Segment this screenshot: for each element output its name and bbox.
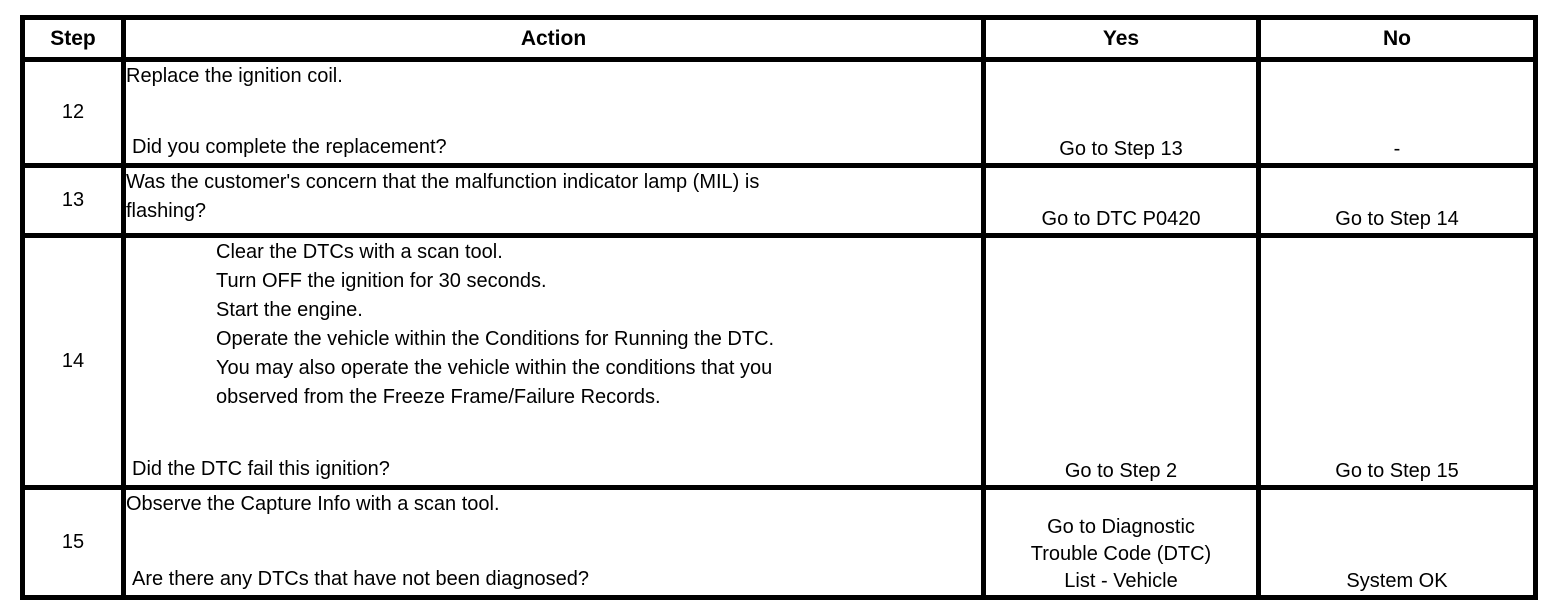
column-header-no: No xyxy=(1256,15,1538,62)
step-number: 15 xyxy=(20,485,126,600)
no-result: Go to Step 15 xyxy=(1335,460,1459,482)
yes-cell: Go to Step 2 xyxy=(981,233,1261,490)
yes-cell: Go to Step 13 xyxy=(981,57,1261,168)
yes-result: Go to Step 13 xyxy=(1059,138,1183,160)
yes-result: Go to Step 2 xyxy=(1064,460,1178,482)
table-row-step-13: 13 Was the customer's concern that the m… xyxy=(20,163,1538,238)
header-row: Step Action Yes No xyxy=(20,15,1538,62)
table-row-step-12: 12 Replace the ignition coil. Did you co… xyxy=(20,57,1538,168)
action-question: Are there any DTCs that have not been di… xyxy=(132,568,589,590)
no-cell: Go to Step 15 xyxy=(1256,233,1538,490)
action-instruction-line: Replace the ignition coil. xyxy=(126,65,343,87)
step-number: 12 xyxy=(20,57,126,168)
yes-cell: Go to DTC P0420 xyxy=(981,163,1261,238)
no-cell: System OK xyxy=(1256,485,1538,600)
action-instruction-line: observed from the Freeze Frame/Failure R… xyxy=(216,386,661,408)
yes-result: Go to DTC P0420 xyxy=(1041,208,1201,230)
step-number: 13 xyxy=(20,163,126,238)
action-instruction-line: Operate the vehicle within the Condition… xyxy=(216,328,775,350)
step-number: 14 xyxy=(20,233,126,490)
no-result: System OK xyxy=(1346,570,1448,592)
action-cell: Replace the ignition coil. Did you compl… xyxy=(121,57,986,168)
diagnostic-step-table: Step Action Yes No 12 Replace the igniti… xyxy=(20,15,1538,600)
no-cell: Go to Step 14 xyxy=(1256,163,1538,238)
no-result: Go to Step 14 xyxy=(1335,208,1459,230)
table-row-step-15: 15 Observe the Capture Info with a scan … xyxy=(20,485,1538,600)
column-header-yes: Yes xyxy=(981,15,1261,62)
no-result: - xyxy=(1393,138,1401,160)
action-instruction-line: Was the customer's concern that the malf… xyxy=(126,171,760,193)
column-header-step: Step xyxy=(20,15,126,62)
action-instruction-line: Start the engine. xyxy=(216,299,363,321)
yes-result: Go to Diagnostic Trouble Code (DTC) List… xyxy=(1030,516,1212,592)
action-question: Did you complete the replacement? xyxy=(132,136,447,158)
action-instruction-line: Clear the DTCs with a scan tool. xyxy=(216,241,503,263)
action-instruction-line: You may also operate the vehicle within … xyxy=(216,357,773,379)
action-instruction-line: Turn OFF the ignition for 30 seconds. xyxy=(216,270,547,292)
action-cell: Observe the Capture Info with a scan too… xyxy=(121,485,986,600)
action-instruction-line: Observe the Capture Info with a scan too… xyxy=(126,493,500,515)
action-cell: Clear the DTCs with a scan tool. Turn OF… xyxy=(121,233,986,490)
action-question: Did the DTC fail this ignition? xyxy=(132,458,390,480)
yes-cell: Go to Diagnostic Trouble Code (DTC) List… xyxy=(981,485,1261,600)
table-row-step-14: 14 Clear the DTCs with a scan tool. Turn… xyxy=(20,233,1538,490)
no-cell: - xyxy=(1256,57,1538,168)
action-instruction-line: flashing? xyxy=(126,200,207,222)
column-header-action: Action xyxy=(121,15,986,62)
action-cell: Was the customer's concern that the malf… xyxy=(121,163,986,238)
